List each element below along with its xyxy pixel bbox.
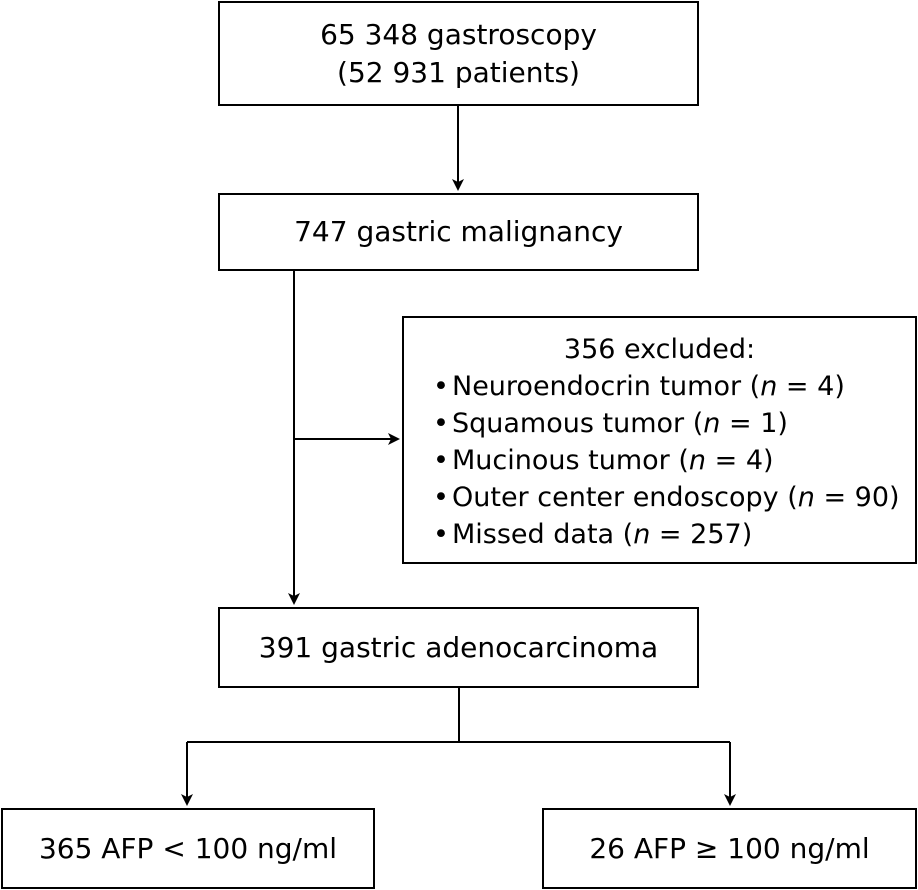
bullet-icon: • — [433, 371, 449, 402]
n-symbol: n — [760, 371, 778, 402]
n-symbol: n — [797, 482, 815, 513]
box-afp-high: 26 AFP ≥ 100 ng/ml — [542, 808, 917, 889]
excluded-item-count: 90 — [854, 482, 890, 513]
malignancy-text: 747 gastric malignancy — [294, 215, 623, 248]
excluded-item-label: Neuroendocrin tumor — [452, 371, 742, 402]
excluded-item-count: 4 — [817, 371, 835, 402]
excluded-item-label: Mucinous tumor — [452, 445, 670, 476]
box-excluded: 356 excluded: • Neuroendocrin tumor (n =… — [402, 316, 917, 564]
excluded-title: 356 excluded: — [563, 334, 756, 365]
excluded-item-label: Outer center endoscopy — [452, 482, 779, 513]
excluded-item: • Neuroendocrin tumor (n = 4) — [430, 368, 915, 405]
excluded-item: • Squamous tumor (n = 1) — [430, 405, 915, 442]
n-symbol: n — [633, 519, 651, 550]
excluded-list: • Neuroendocrin tumor (n = 4) • Squamous… — [404, 368, 915, 553]
adenocarcinoma-text: 391 gastric adenocarcinoma — [258, 630, 659, 664]
gastroscopy-count-text: 65 348 gastroscopy — [320, 17, 597, 51]
n-symbol: n — [688, 445, 707, 476]
excluded-item: • Outer center endoscopy (n = 90) — [430, 479, 915, 516]
bullet-icon: • — [433, 445, 449, 476]
excluded-item-label: Squamous tumor — [452, 408, 685, 439]
box-afp-low: 365 AFP < 100 ng/ml — [1, 808, 375, 889]
afp-high-text: 26 AFP ≥ 100 ng/ml — [589, 831, 870, 865]
afp-low-text: 365 AFP < 100 ng/ml — [38, 831, 338, 865]
excluded-item-count: 4 — [745, 445, 764, 476]
bullet-icon: • — [433, 482, 449, 513]
bullet-icon: • — [433, 408, 449, 439]
excluded-item-count: 257 — [690, 519, 742, 550]
excluded-item: • Missed data (n = 257) — [430, 516, 915, 553]
patients-count-text: (52 931 patients) — [337, 55, 580, 89]
box-gastric-adenocarcinoma: 391 gastric adenocarcinoma — [218, 607, 699, 688]
n-symbol: n — [703, 408, 721, 439]
excluded-item-label: Missed data — [452, 519, 615, 550]
excluded-item-count: 1 — [760, 408, 778, 439]
bullet-icon: • — [433, 519, 449, 550]
box-gastric-malignancy: 747 gastric malignancy — [218, 193, 699, 271]
excluded-item: • Mucinous tumor (n = 4) — [430, 442, 915, 479]
box-gastroscopy: 65 348 gastroscopy (52 931 patients) — [218, 1, 699, 106]
